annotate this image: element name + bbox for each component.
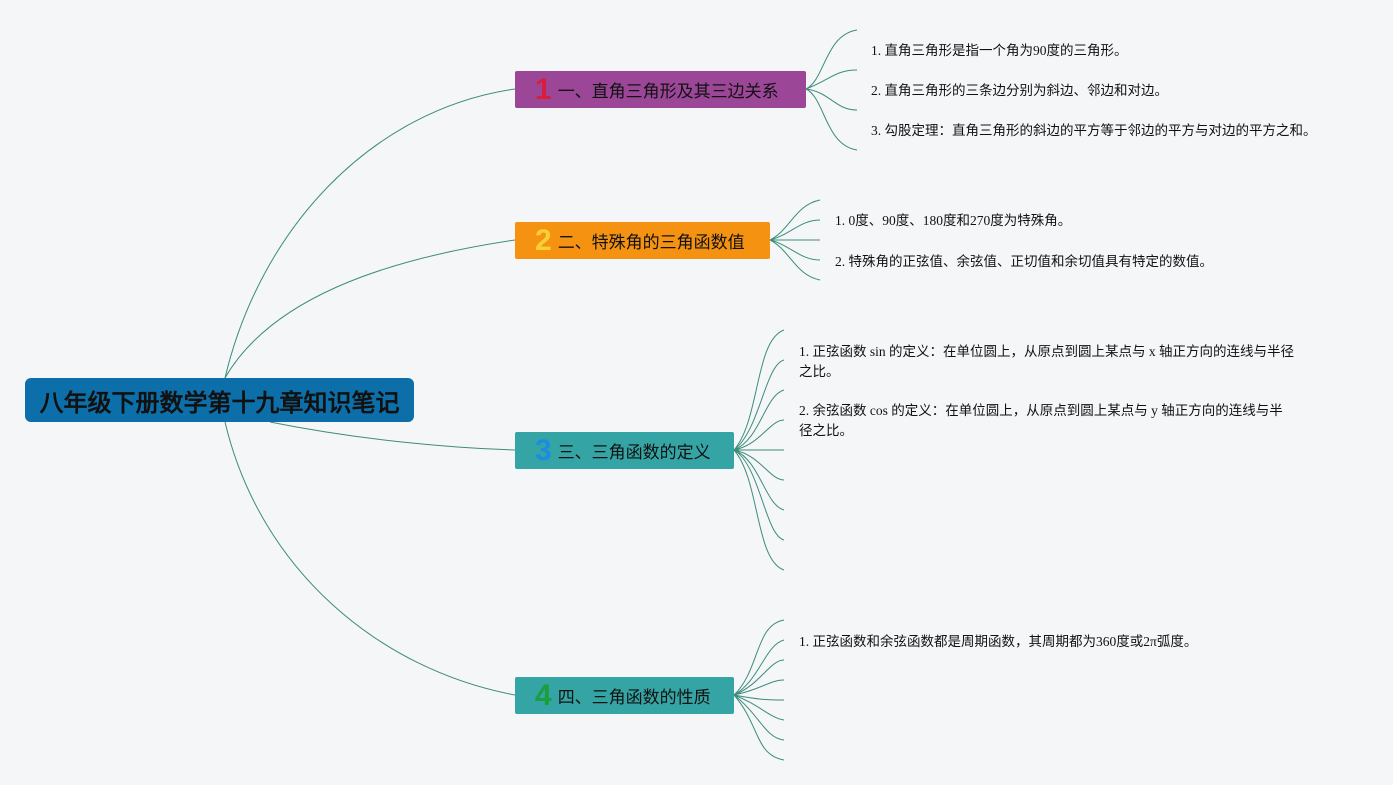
leaf-3-2[interactable]: 2. 余弦函数 cos 的定义：在单位圆上，从原点到圆上某点与 y 轴正方向的连… xyxy=(799,403,1283,438)
connector-root-branch-4 xyxy=(224,421,516,696)
connector-fan-1 xyxy=(805,29,858,151)
connector-root-branch-3 xyxy=(269,421,516,451)
leaf-1-3[interactable]: 3. 勾股定理：直角三角形的斜边的平方等于邻边的平方与对边的平方之和。 xyxy=(871,123,1317,138)
leaf-2-1[interactable]: 1. 0度、90度、180度和270度为特殊角。 xyxy=(835,213,1072,228)
badge-number-4: 4 xyxy=(535,678,552,712)
badge-number-1: 1 xyxy=(535,72,552,106)
branch-label-1: 一、直角三角形及其三边关系 xyxy=(557,82,779,102)
branch-node-4[interactable]: 4 四、三角函数的性质 xyxy=(515,677,734,714)
leaf-1-1[interactable]: 1. 直角三角形是指一个角为90度的三角形。 xyxy=(871,43,1128,58)
leaf-1-2[interactable]: 2. 直角三角形的三条边分别为斜边、邻边和对边。 xyxy=(871,83,1168,98)
branch-node-1[interactable]: 1 一、直角三角形及其三边关系 xyxy=(515,71,806,108)
branch-node-2[interactable]: 2 二、特殊角的三角函数值 xyxy=(515,222,770,259)
leaf-3-1[interactable]: 1. 正弦函数 sin 的定义：在单位圆上，从原点到圆上某点与 x 轴正方向的连… xyxy=(799,344,1295,379)
branch-node-3[interactable]: 3 三、三角函数的定义 xyxy=(515,432,734,469)
connector-root-branch-2 xyxy=(224,239,516,379)
badge-number-2: 2 xyxy=(535,223,552,257)
root-node[interactable]: 八年级下册数学第十九章知识笔记 xyxy=(25,378,414,422)
leaf-2-2[interactable]: 2. 特殊角的正弦值、余弦值、正切值和余切值具有特定的数值。 xyxy=(835,254,1213,269)
branch-label-3: 三、三角函数的定义 xyxy=(557,443,711,463)
connector-fan-2 xyxy=(769,199,821,281)
connector-root-branch-1 xyxy=(224,88,516,379)
connector-fan-4 xyxy=(733,619,785,761)
branch-label-4: 四、三角函数的性质 xyxy=(557,688,711,708)
badge-number-3: 3 xyxy=(535,433,552,467)
root-title: 八年级下册数学第十九章知识笔记 xyxy=(39,389,400,417)
leaf-4-1[interactable]: 1. 正弦函数和余弦函数都是周期函数，其周期都为360度或2π弧度。 xyxy=(799,634,1198,649)
branch-label-2: 二、特殊角的三角函数值 xyxy=(557,233,745,253)
connector-fan-3 xyxy=(733,329,785,571)
